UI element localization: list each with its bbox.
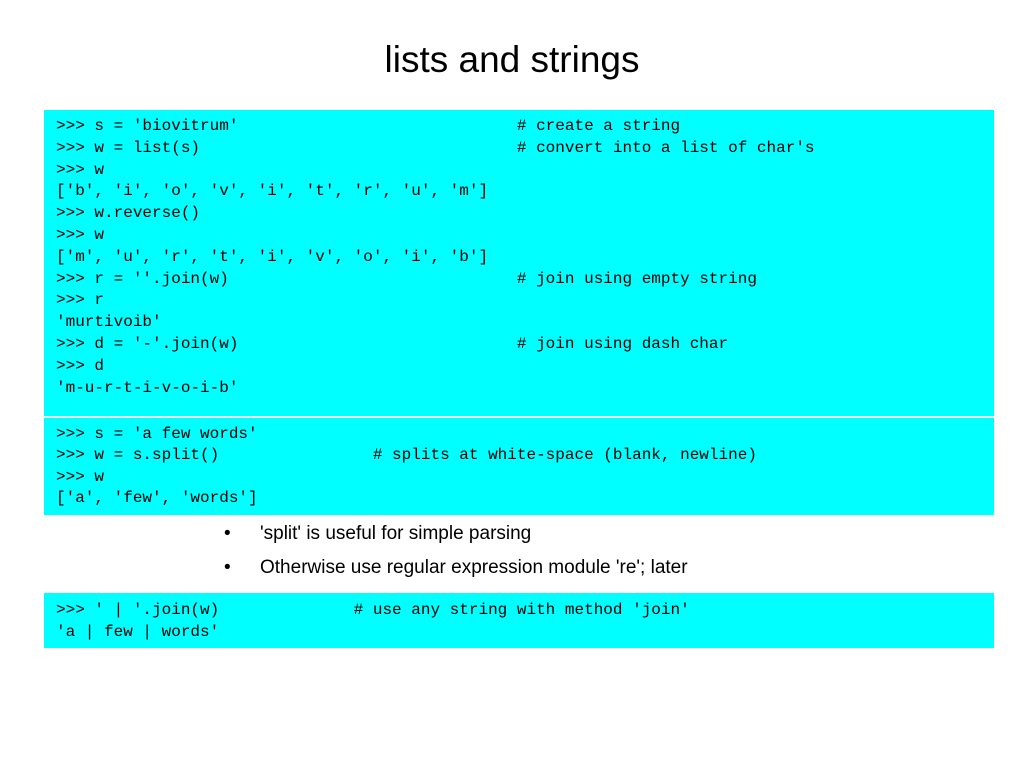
bullet-marker: • — [224, 557, 231, 578]
code-line: 'a | few | words' — [56, 623, 220, 641]
slide-title: lists and strings — [384, 39, 640, 80]
code-block-join-pipe: >>> ' | '.join(w) # use any string with … — [44, 593, 994, 648]
code-line: >>> s = 'a few words' — [56, 425, 258, 443]
code-line: >>> w — [56, 225, 105, 244]
code-line: >>> r — [56, 291, 105, 310]
code-line: ['a', 'few', 'words'] — [56, 489, 258, 508]
code-line: >>> w — [56, 160, 105, 179]
code-line: >>> d — [56, 356, 105, 375]
code-line: ['b', 'i', 'o', 'v', 'i', 't', 'r', 'u',… — [56, 182, 489, 201]
code-line: ['m', 'u', 'r', 't', 'i', 'v', 'o', 'i',… — [56, 247, 489, 266]
code-line: >>> w.reverse() — [56, 204, 201, 223]
code-line: 'm-u-r-t-i-v-o-i-b' — [56, 378, 239, 397]
code-line: >>> s = 'biovitrum' # create a string — [56, 117, 681, 135]
code-block-list-reverse-join: >>> s = 'biovitrum' # create a string >>… — [44, 110, 994, 416]
bullet-marker: • — [224, 523, 231, 544]
bullet-list: • 'split' is useful for simple parsing •… — [220, 522, 688, 590]
bullet-item: • 'split' is useful for simple parsing — [220, 522, 688, 556]
code-block-split: >>> s = 'a few words' >>> w = s.split() … — [44, 417, 994, 515]
bullet-text: 'split' is useful for simple parsing — [260, 523, 532, 544]
code-line: >>> d = '-'.join(w) # join using dash ch… — [56, 334, 729, 353]
code-line: >>> w — [56, 467, 105, 486]
code-line: >>> w = list(s) # convert into a list of… — [56, 138, 815, 157]
code-line: >>> r = ''.join(w) # join using empty st… — [56, 269, 757, 288]
bullet-item: • Otherwise use regular expression modul… — [220, 556, 688, 590]
code-line: >>> ' | '.join(w) # use any string with … — [56, 601, 690, 619]
code-line: >>> w = s.split() # splits at white-spac… — [56, 446, 757, 465]
bullet-text: Otherwise use regular expression module … — [260, 557, 688, 578]
code-line: 'murtivoib' — [56, 313, 162, 332]
